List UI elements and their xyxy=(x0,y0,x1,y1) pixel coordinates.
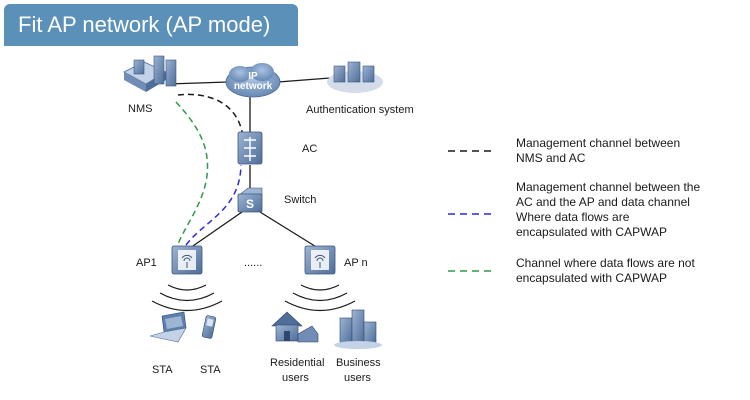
title-tab: Fit AP network (AP mode) xyxy=(4,4,298,46)
sta-label-1: STA xyxy=(152,364,173,376)
switch-device-icon xyxy=(237,187,263,213)
ap1-device-icon xyxy=(171,245,203,275)
legend-text-nms-ac-line1: Management channel between xyxy=(516,136,680,150)
ip-network-label-line1: IP xyxy=(248,71,258,82)
laptop-icon xyxy=(149,311,187,343)
ac-device-icon xyxy=(237,131,263,165)
legend-text-nms-ac-line2: NMS and AC xyxy=(516,151,586,165)
ac-label: AC xyxy=(302,143,317,155)
link-ipnetwork-auth xyxy=(277,77,331,83)
connection-lines xyxy=(167,77,331,249)
link-switch-apn xyxy=(259,211,319,249)
legend-text-capwap-line2: AC and the AP and data channel xyxy=(516,195,690,209)
link-nms-ipnetwork xyxy=(167,81,229,85)
authentication-system-icon xyxy=(327,61,383,93)
legend: Management channel between NMS and AC Ma… xyxy=(448,136,700,285)
apn-label: AP n xyxy=(344,257,368,269)
ip-network-label-line2: network xyxy=(234,81,273,92)
link-switch-ap1 xyxy=(189,211,243,249)
nms-server-icon xyxy=(123,55,177,92)
switch-glyph: S xyxy=(246,197,254,211)
authentication-system-label: Authentication system xyxy=(306,104,414,116)
nms-label: NMS xyxy=(128,103,152,115)
ap-ellipsis: ...... xyxy=(244,257,262,269)
switch-label: Switch xyxy=(284,194,316,206)
legend-item-capwap: Management channel between the AC and th… xyxy=(448,180,700,239)
residential-users-label-line1: Residential xyxy=(270,357,324,369)
wireless-signal-ap1-icon xyxy=(151,284,223,311)
legend-text-capwap-line1: Management channel between the xyxy=(516,180,700,194)
channel-nms-ac-dashed xyxy=(177,93,244,138)
legend-text-non-capwap-line1: Channel where data flows are not xyxy=(516,256,695,270)
sta-label-2: STA xyxy=(200,364,221,376)
legend-text-capwap-line4: encapsulated with CAPWAP xyxy=(516,225,667,239)
business-users-label-line1: Business xyxy=(336,357,381,369)
legend-text-non-capwap-line2: encapsulated with CAPWAP xyxy=(516,271,667,285)
legend-text-capwap-line3: Where data flows are xyxy=(516,210,630,224)
page-title: Fit AP network (AP mode) xyxy=(18,12,271,37)
mobile-phone-icon xyxy=(201,315,217,339)
house-icon xyxy=(271,311,319,343)
business-users-label-line2: users xyxy=(344,372,371,384)
ap1-label: AP1 xyxy=(136,257,157,269)
legend-item-nms-ac: Management channel between NMS and AC xyxy=(448,136,680,165)
office-building-icon xyxy=(334,309,382,349)
channel-capwap-dashed xyxy=(185,164,242,246)
ip-network-cloud-icon xyxy=(225,63,281,98)
channel-non-capwap-dashed xyxy=(175,101,209,245)
apn-device-icon xyxy=(304,245,336,275)
wireless-signal-apn-icon xyxy=(284,284,356,311)
legend-item-non-capwap: Channel where data flows are not encapsu… xyxy=(448,256,695,285)
residential-users-label-line2: users xyxy=(282,372,309,384)
